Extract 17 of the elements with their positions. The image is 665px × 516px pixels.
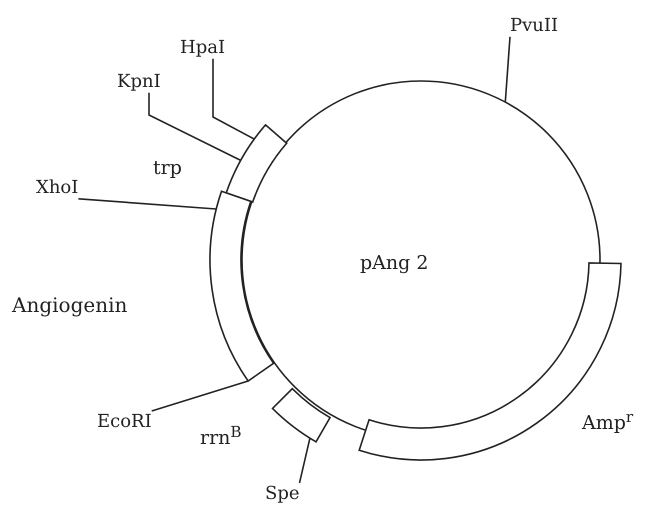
restriction-site-label: XhoI (36, 178, 78, 198)
restriction-site-label: EcoRI (97, 412, 152, 432)
leader-line (212, 58, 255, 140)
gene-label: trp (153, 158, 182, 179)
restriction-site-label: KpnI (117, 72, 161, 92)
plasmid-name: pAng 2 (360, 253, 428, 274)
restriction-site-label: PvuII (510, 16, 558, 36)
restriction-site-label: Spe (265, 484, 300, 504)
gene-label: Angiogenin (12, 294, 128, 316)
leader-line (504, 36, 511, 102)
leader-line (148, 92, 242, 162)
restriction-site-label: HpaI (180, 38, 226, 58)
gene-label: Amp$^{r}$ (582, 413, 634, 434)
leader-line (151, 380, 248, 412)
leader-line (78, 198, 216, 210)
gene-label: rrn$^{B}$ (200, 428, 242, 449)
leader-line (298, 438, 311, 484)
